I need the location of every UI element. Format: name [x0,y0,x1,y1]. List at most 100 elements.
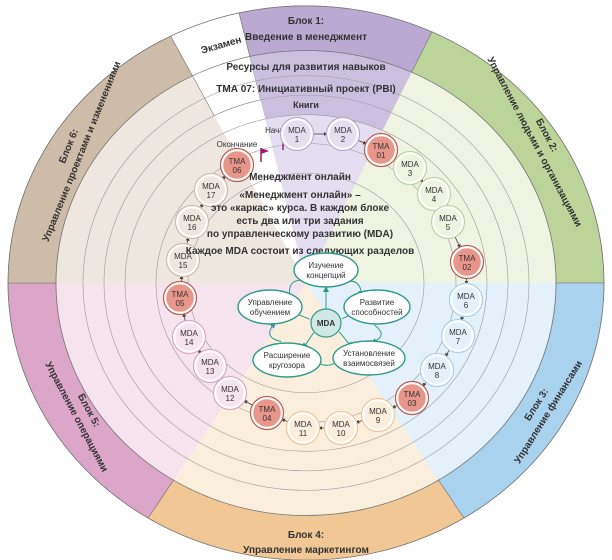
node-number: 14 [185,338,194,347]
node-type: MDA [332,420,350,429]
node-type: MDA [439,214,457,223]
node-number: 2 [341,135,346,144]
node-ring [165,242,201,278]
node-number: 03 [408,399,417,408]
sequence-arrow [243,400,254,406]
node-ring [430,204,466,240]
node-circle [175,205,209,239]
node-circle [280,117,314,151]
node-ring [449,244,485,280]
node-number: 8 [435,371,440,380]
section-ellipse [252,342,322,378]
ring-books-label: Книги [293,100,319,110]
node-type: TMA [373,142,391,151]
node-number: 5 [446,223,451,232]
node-ring [192,348,228,384]
section-ellipse [343,289,411,325]
node-type: MDA [183,214,201,223]
start-label: Начало [265,126,293,135]
flag-icon [261,148,269,154]
node-type: MDA [457,292,475,301]
node-type: MDA [428,362,446,371]
block-1-rings [249,50,412,131]
node-ring [193,172,229,208]
sequence-arrow [355,419,364,424]
center-text-line: Каждое MDA состоит из следующих разделов [186,246,415,257]
ring-line [82,75,530,491]
node-type: MDA [401,160,419,169]
node-number: 4 [432,195,437,204]
sequence-arrow [454,236,461,249]
sequence-arrow [444,349,450,358]
node-number: 04 [263,414,272,423]
ring-line [124,114,488,452]
node-type: MDA [221,385,239,394]
node-type: MDA [369,407,387,416]
node-circle [193,349,227,383]
node-number: 15 [179,261,188,270]
node-number: 01 [377,151,386,160]
node-ring [392,150,428,186]
block-1-title: Блок 1: [288,16,324,27]
node-number: 9 [376,416,381,425]
end-label: Окончание [217,140,258,149]
section-label: обучением [250,308,290,317]
node-number: 16 [188,223,197,232]
node-ring [285,410,321,446]
node-type: TMA [459,254,477,263]
ring-line [55,50,557,516]
center-text-line: есть два или три задания [236,216,363,227]
node-ring [394,380,430,416]
node-circle [250,396,284,430]
node-ring [323,410,359,446]
node-circle [326,117,360,151]
sequence-arrow [357,139,367,145]
section-label: кругозора [269,361,305,370]
sequence-arrow [185,236,190,245]
mda-center-node [310,308,342,338]
ring-line [103,94,509,472]
node-circle [172,320,206,354]
node-type: TMA [259,405,277,414]
node-circle [361,398,395,432]
section-ellipse [332,340,406,376]
ring-resources-label: Ресурсы для развития навыков [226,62,385,73]
node-circle [450,245,484,279]
section-label: взаимосвязей [343,359,395,368]
node-ring [419,352,455,388]
node-number: 3 [408,169,413,178]
node-number: 6 [464,301,469,310]
node-number: 06 [233,166,242,175]
node-type: TMA [229,157,247,166]
section-ellipse [293,252,359,288]
node-circle [220,148,254,182]
node-number: 1 [295,135,300,144]
cycle-arrow [269,322,282,342]
